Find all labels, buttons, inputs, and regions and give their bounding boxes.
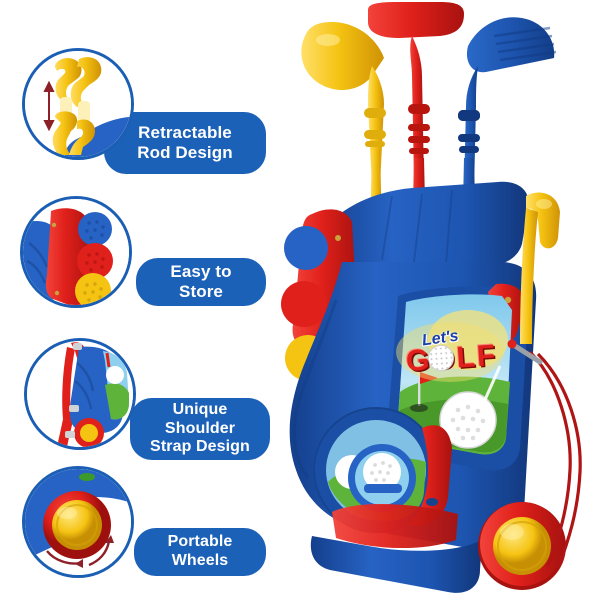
bottom-bumper [332,503,458,549]
feature-label-line1: Portable Wheels [167,533,233,569]
feature-label-line1: Retractable [138,122,232,142]
stored-ball-red [77,243,113,279]
feature-label-line1: Unique Shoulder [164,400,236,437]
product-illustration [281,2,582,593]
feature-image-shoulder-strap [24,338,136,450]
feature-label-shoulder-strap: Unique Shoulder Strap Design [130,398,270,460]
feature-label-line2: Strap Design [150,438,250,456]
retractable-rod-icon [25,51,131,157]
club-iron [458,17,557,250]
club-driver [301,22,386,230]
shoulder-strap-icon [27,341,133,447]
cart-base [310,536,482,593]
feature-image-portable-wheels [22,466,134,578]
ball-display-window [313,406,452,534]
feature-image-retractable-rod [22,48,134,160]
feature-label-portable-wheels: Portable Wheels [134,528,266,576]
shoulder-strap [528,350,582,569]
stored-ball-yellow [75,273,111,305]
rotation-arrow-heads [75,535,114,568]
feature-image-easy-to-store [20,196,132,308]
golf-cart-product: Let's GOLF [272,0,600,600]
strap-clip [507,339,543,365]
feature-label-line1: Easy to Store [170,261,232,301]
feature-label-retractable-rod: Retractable Rod Design [104,112,266,174]
stored-ball-blue [78,212,112,246]
wheel-icon [25,469,131,575]
bag-top-collar [318,181,529,268]
retractable-arrow-icon [43,80,55,132]
feature-label-easy-to-store: Easy to Store [136,258,266,306]
feature-label-line2: Rod Design [137,143,233,162]
ball-holder-icon [23,199,129,305]
cart-wheel [478,502,566,590]
pull-handle [520,192,560,344]
